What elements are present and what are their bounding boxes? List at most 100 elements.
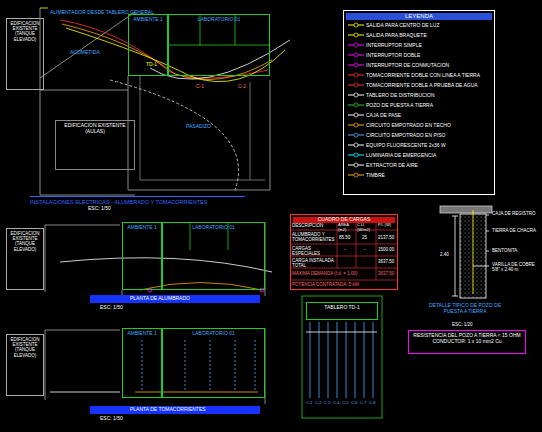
table-cell: - — [344, 247, 346, 252]
legend-text: POZO DE PUESTA A TIERRA — [366, 102, 433, 108]
note: ALIMENTADOR DESDE TABLERO GENERAL — [50, 10, 154, 16]
legend-row: POZO DE PUESTA A TIERRA — [346, 100, 492, 110]
scale: ESC: 1/50 — [100, 305, 123, 311]
unifilar — [306, 332, 377, 333]
legend-sample — [346, 111, 366, 119]
legend-row: CAJA DE PASE — [346, 110, 492, 120]
table-cell: 1500.00 — [378, 247, 394, 252]
dimension: 2.40 — [440, 252, 449, 257]
legend-row: INTERRUPTOR DE CONMUTACION — [346, 60, 492, 70]
table-cell: - — [364, 247, 366, 252]
lower-plan — [135, 392, 258, 393]
middle-plan — [45, 222, 272, 296]
legend-symbol — [354, 63, 358, 67]
ground-well — [473, 215, 489, 266]
room: AMBIENTE 1 — [122, 222, 162, 290]
legend-text: SALIDA PARA CENTRO DE LUZ — [366, 22, 440, 28]
room-name: LABORATORIO 01 — [192, 331, 235, 337]
legend-row: SALIDA PARA BRAQUETE — [346, 30, 492, 40]
room-name: LABORATORIO 01 — [192, 225, 235, 231]
unifilar — [302, 296, 382, 418]
top-plan — [40, 8, 270, 195]
legend-text: CIRCUITO EMPOTRADO EN TECHO — [366, 122, 451, 128]
callout: BENTONITA — [492, 248, 517, 253]
room-name: AMBIENTE 1 — [127, 225, 157, 231]
legend-text: CIRCUITO EMPOTRADO EN PISO — [366, 132, 445, 138]
legend-sample — [346, 101, 366, 109]
legend-text: INTERRUPTOR SIMPLE — [366, 42, 422, 48]
room-name: AMBIENTE 1 — [127, 331, 157, 337]
table-cell: P.I. (W) — [378, 223, 397, 228]
legend-text: TOMACORRIENTE DOBLE CON LINEA A TIERRA — [366, 72, 480, 78]
top-plan — [110, 80, 239, 190]
middle-plan — [148, 288, 152, 292]
legend-row: EXTRACTOR DE AIRE — [346, 160, 492, 170]
title-bars — [90, 295, 260, 303]
legend-sample — [346, 51, 366, 59]
legend-row: INTERRUPTOR SIMPLE — [346, 40, 492, 50]
top-plan — [168, 14, 270, 45]
legend-text: TABLERO DE DISTRIBUCION — [366, 92, 435, 98]
legend-symbol — [354, 83, 358, 87]
ground-well — [473, 210, 474, 294]
table-cell: C.U. (W/m2) — [357, 223, 376, 232]
scale: ESC: 1/50 — [100, 416, 123, 422]
legend-title: LEYENDA — [346, 13, 492, 20]
legend-symbol — [354, 163, 358, 167]
table-cell: CARGA INSTALADA TOTAL — [292, 258, 336, 268]
legend-sample — [346, 31, 366, 39]
top-plan — [140, 76, 265, 180]
legend-row: LUMINARIA DE EMERGENCIA — [346, 150, 492, 160]
callout: VARILLA DE COBRE 5/8" x 2.40 m — [492, 262, 538, 272]
legend-symbol — [354, 153, 358, 157]
legend-sample — [346, 131, 366, 139]
scale: ESC: 1/20 — [452, 322, 473, 327]
legend-row: CIRCUITO EMPOTRADO EN TECHO — [346, 120, 492, 130]
lower-plan — [45, 328, 265, 404]
table-cell: CARGAS ESPECIALES — [292, 246, 336, 256]
table-cell: 2137.50 — [378, 235, 394, 240]
cuadro-grid — [290, 222, 398, 280]
ground-well — [440, 206, 492, 298]
top-plan — [60, 20, 268, 78]
legend-symbol — [354, 43, 358, 47]
table-cell: POTENCIA CONTRATADA: 5 kW — [292, 282, 359, 287]
title-bars — [30, 196, 260, 414]
table-cell: AREA (m2) — [338, 223, 355, 232]
table-cell: 3637.50 — [378, 271, 394, 276]
legend-symbol — [354, 73, 358, 77]
room-name: EDIFICACION EXISTENTE (TANQUE ELEVADO) — [9, 21, 41, 42]
legend-sample — [346, 151, 366, 159]
title-bars — [90, 406, 260, 414]
table-cell: 25 — [362, 235, 367, 240]
existing-building: EDIFICACION EXISTENTE (AULAS) — [55, 120, 135, 170]
legend-symbol — [354, 133, 358, 137]
legend-symbol — [354, 53, 358, 57]
table-cell: 3637.50 — [378, 259, 394, 264]
legend-sample — [346, 91, 366, 99]
legend-symbol — [354, 113, 358, 117]
existing-building: EDIFICACION EXISTENTE (TANQUE ELEVADO) — [6, 228, 44, 290]
room-name: EDIFICACION EXISTENTE (TANQUE ELEVADO) — [9, 231, 41, 252]
middle-plan — [60, 258, 272, 272]
table-cell: ALUMBRADO Y TOMACORRIENTES — [292, 232, 336, 242]
legend-row: TABLERO DE DISTRIBUCION — [346, 90, 492, 100]
middle-plan — [45, 222, 265, 296]
legend-text: EQUIPO FLUORESCENTE 2x36 W — [366, 142, 446, 148]
legend-table: LEYENDA SALIDA PARA CENTRO DE LUZ SALIDA P… — [343, 10, 495, 195]
top-plan — [66, 28, 285, 82]
circuit-tag: C-2 — [238, 84, 246, 90]
legend-symbol — [354, 33, 358, 37]
plan-title: PLANTA DE ALUMBRADO — [130, 296, 190, 302]
table-cell: 85.50 — [339, 235, 350, 240]
legend-row: CIRCUITO EMPOTRADO EN PISO — [346, 130, 492, 140]
middle-plan — [260, 288, 264, 292]
circuit-tag: C-7 — [360, 401, 366, 406]
table-title: CUADRO DE CARGAS — [293, 217, 395, 223]
sheet-title: INSTALACIONES ELECTRICAS - ALUMBRADO Y T… — [30, 199, 207, 205]
scale: ESC: 1/50 — [88, 206, 111, 212]
note: ACOMETIDA — [70, 50, 100, 56]
legend-sample — [346, 161, 366, 169]
legend-sample — [346, 41, 366, 49]
legend-row: TOMACORRIENTE DOBLE CON LINEA A TIERRA — [346, 70, 492, 80]
